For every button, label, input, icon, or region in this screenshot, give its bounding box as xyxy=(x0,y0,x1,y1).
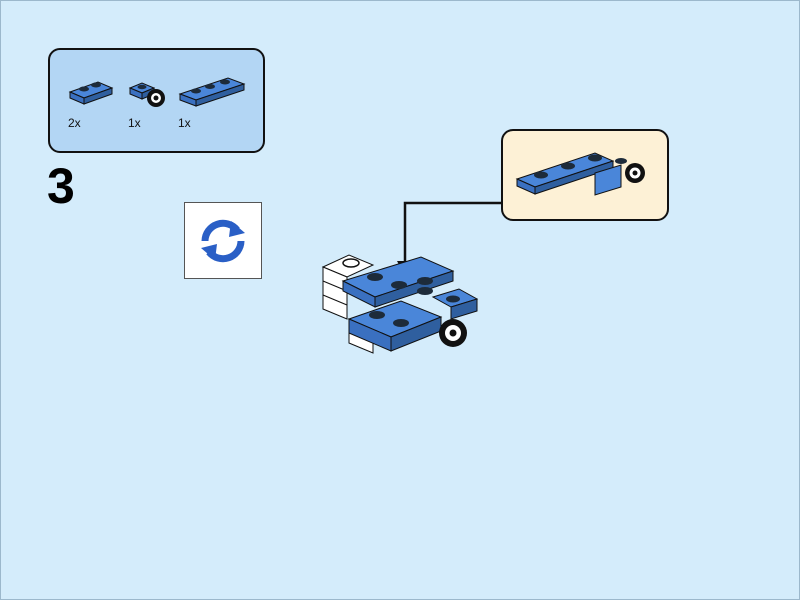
rotate-indicator xyxy=(184,202,262,279)
step-number: 3 xyxy=(47,158,75,214)
rotate-model-icon xyxy=(201,219,245,263)
plate-1x3-icon xyxy=(178,77,246,107)
part-count-1: 2x xyxy=(68,116,81,130)
part-count-2: 1x xyxy=(128,116,141,130)
sub-assembly-callout xyxy=(501,129,669,221)
plate-1x1-with-wheel-holder-icon xyxy=(128,82,165,107)
parts-list-panel: 2x 1x 1x xyxy=(48,48,265,153)
part-count-3: 1x xyxy=(178,116,191,130)
sub-assembly-plate-with-wheel-icon xyxy=(515,152,645,196)
plate-1x2-icon xyxy=(68,81,114,105)
